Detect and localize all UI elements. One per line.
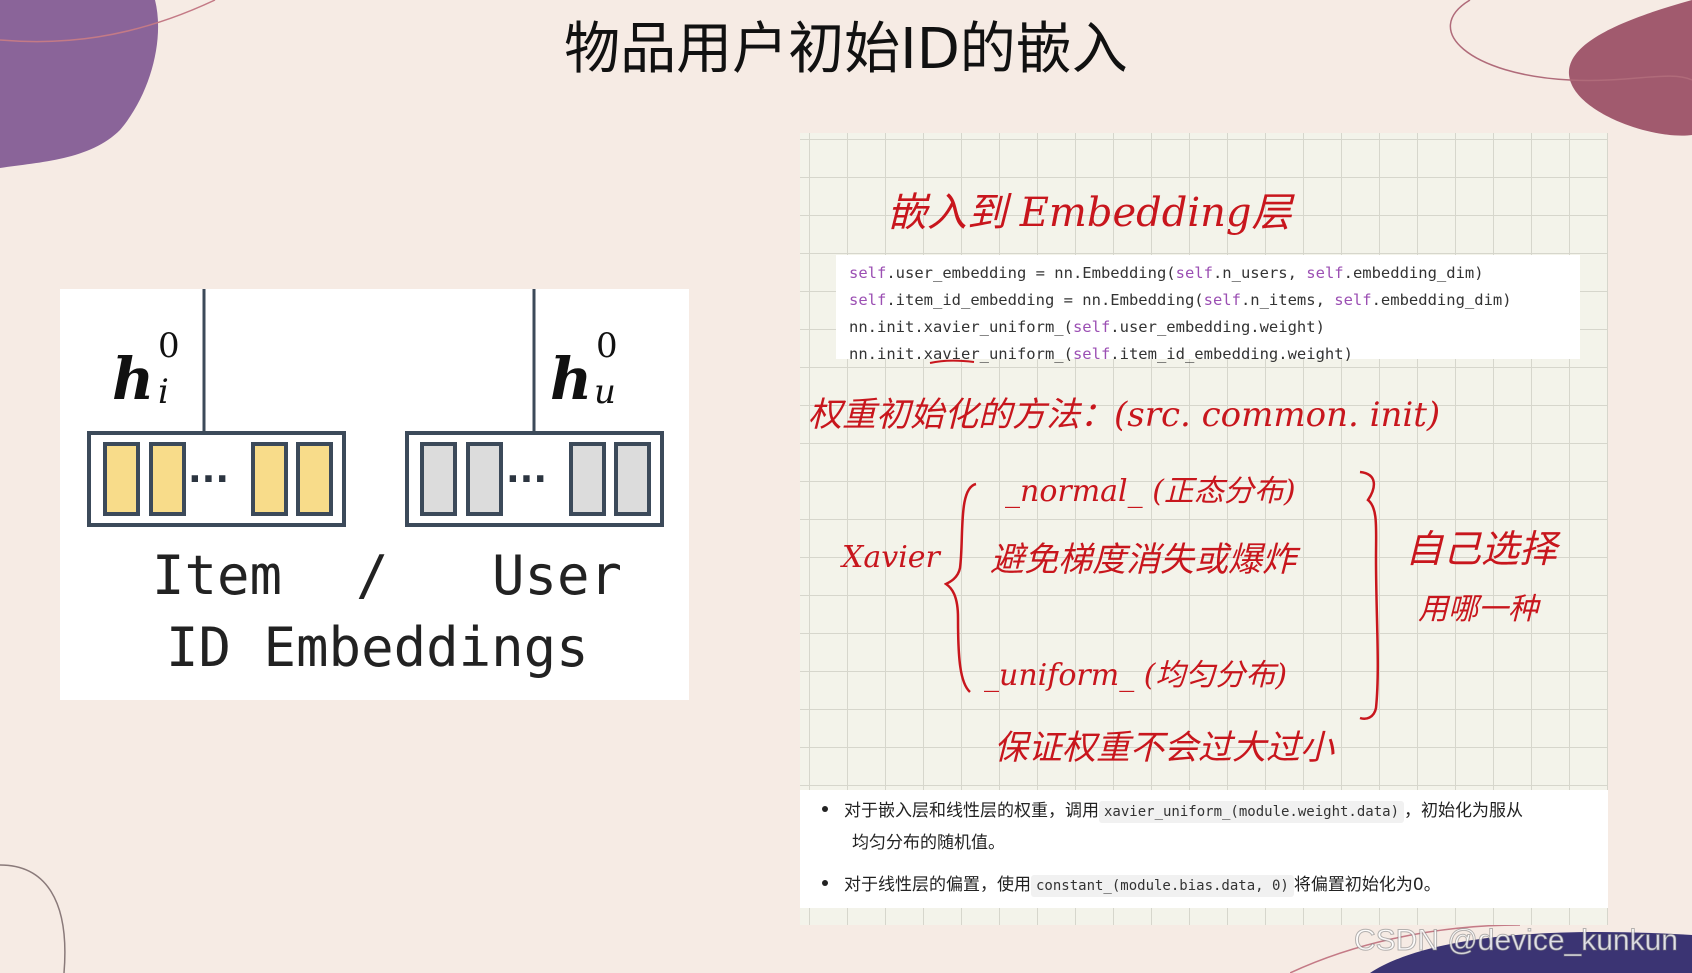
item-cell [298, 444, 331, 514]
code-line-3: nn.init.xavier_uniform_(self.user_embedd… [849, 318, 1325, 336]
inline-code: xavier_uniform_(module.weight.data) [1099, 801, 1404, 823]
which-note: 用哪一种 [1418, 584, 1538, 628]
user-embedding-vector: ··· [407, 433, 662, 525]
xavier-label: Xavier [842, 540, 940, 575]
slide-title: 物品用户初始ID的嵌入 [0, 4, 1692, 85]
item-cell [253, 444, 286, 514]
decor-bottom-left-curve [0, 860, 80, 973]
choose-note: 自己选择 [1405, 518, 1557, 573]
user-cell [468, 444, 501, 514]
bullet-dot [822, 806, 828, 812]
item-cell [151, 444, 184, 514]
ensure-note: 保证权重不会过大过小 [994, 720, 1334, 769]
label-item: Item [152, 544, 282, 607]
avoid-gradient-note: 避免梯度消失或爆炸 [990, 532, 1296, 581]
uniform-option: _uniform_ (均匀分布) [984, 650, 1287, 694]
notes-heading: 嵌入到 Embedding层 [887, 180, 1292, 238]
item-cell [105, 444, 138, 514]
bullet-item-1-cont: 均匀分布的随机值。 [852, 828, 1005, 853]
watermark: CSDN @device_kunkun [1354, 924, 1678, 958]
item-ellipsis: ··· [188, 459, 229, 500]
h-user-sup: 0 [596, 326, 618, 366]
h-user-sub: u [594, 372, 616, 412]
user-ellipsis: ··· [506, 459, 547, 500]
inline-code: constant_(module.bias.data, 0) [1031, 875, 1294, 897]
user-cell [422, 444, 455, 514]
code-line-1: self.user_embedding = nn.Embedding(self.… [849, 264, 1484, 282]
h-item-sup: 0 [158, 326, 180, 366]
h-user-label: h [550, 345, 592, 413]
label-user: User [492, 544, 622, 607]
bullet-dot [822, 880, 828, 886]
h-item-sub: i [158, 372, 169, 412]
label-slash: / [356, 544, 389, 607]
code-snippet: self.user_embedding = nn.Embedding(self.… [836, 255, 1580, 359]
user-cell [571, 444, 604, 514]
item-embedding-vector: ··· [89, 433, 344, 525]
normal-option: _normal_ (正态分布) [1005, 466, 1296, 510]
init-method-line: 权重初始化的方法：(src. common. init) [808, 387, 1440, 436]
code-line-2: self.item_id_embedding = nn.Embedding(se… [849, 291, 1512, 309]
h-item-label: h [112, 345, 154, 413]
id-embeddings-figure: h 0 i h 0 u ··· ··· Item / User [60, 289, 689, 700]
code-line-4: nn.init.xavier_uniform_(self.item_id_emb… [849, 345, 1353, 363]
user-cell [616, 444, 649, 514]
label-id-embeddings: ID Embeddings [166, 616, 589, 679]
